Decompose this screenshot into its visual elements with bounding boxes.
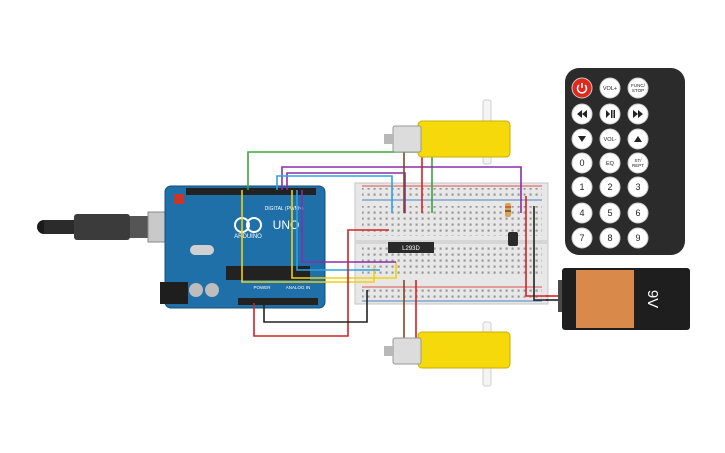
remote-button[interactable]: VOL- (599, 128, 621, 150)
wire-yellow (241, 190, 375, 283)
remote-button-label: FUNC/ (631, 83, 645, 88)
digital-header (186, 188, 316, 195)
remote-button[interactable]: FUNC/STOP (627, 77, 649, 99)
arduino-model-text: UNO (273, 218, 300, 232)
remote-button[interactable]: 9 (627, 227, 649, 249)
wire-purple (281, 166, 522, 213)
remote-button[interactable]: 5 (599, 202, 621, 224)
remote-button[interactable]: ST/REPT (627, 152, 649, 174)
remote-button[interactable]: 6 (627, 202, 649, 224)
remote-button[interactable] (571, 103, 593, 125)
wires (241, 150, 560, 340)
digital-pwm-label: DIGITAL (PWM~) (265, 206, 304, 212)
remote-button-label: 8 (607, 233, 612, 243)
wire-black (533, 206, 548, 301)
atmega-chip (226, 266, 310, 280)
remote-button-label: 4 (579, 208, 584, 218)
usb-cable (37, 211, 173, 243)
remote-button-label: 7 (579, 233, 584, 243)
wire-yellow (291, 190, 397, 279)
battery-label: 9V (644, 290, 661, 308)
analog-in-label: ANALOG IN (286, 285, 311, 290)
motor-top (384, 99, 511, 165)
play-pause-icon (606, 110, 615, 118)
remote-button-label: 9 (635, 233, 640, 243)
remote-button[interactable] (627, 128, 649, 150)
remote-button[interactable]: 4 (571, 202, 593, 224)
power-analog-header (238, 298, 318, 305)
rewind-icon (577, 110, 587, 118)
resistor (505, 203, 511, 217)
motor-bottom (384, 321, 511, 387)
ir-remote: VOL+ FUNC/STOP VOL- 0 EQ ST/REPT 1 2 3 4 5 6 7 8 9 (565, 68, 685, 255)
remote-button-label: EQ (606, 161, 615, 167)
remote-button-label: 1 (579, 182, 584, 192)
wire-red (525, 196, 548, 297)
remote-button-label: 3 (635, 182, 640, 192)
wire-blue (296, 190, 380, 271)
remote-button-label: 0 (579, 158, 584, 168)
wire-green (247, 151, 433, 213)
wire-blue (276, 175, 393, 213)
remote-button[interactable]: EQ (599, 152, 621, 174)
fast-forward-icon (633, 110, 643, 118)
remote-button[interactable] (599, 103, 621, 125)
wire-black (263, 290, 368, 323)
up-arrow-icon (634, 136, 642, 142)
remote-button[interactable]: VOL+ (599, 77, 621, 99)
remote-button[interactable]: 7 (571, 227, 593, 249)
remote-button[interactable]: 1 (571, 176, 593, 198)
ir-receiver (508, 232, 518, 246)
remote-button[interactable]: 8 (599, 227, 621, 249)
power-label: POWER (253, 285, 271, 290)
remote-button[interactable]: 3 (627, 176, 649, 198)
reset-button[interactable] (174, 194, 184, 204)
breadboard (354, 182, 549, 305)
wire-purple (286, 172, 406, 213)
remote-button-label: 5 (607, 208, 612, 218)
remote-button-label: STOP (632, 88, 644, 93)
power-icon (576, 83, 588, 94)
wire-red (253, 229, 389, 337)
remote-button-label: ST/ (634, 158, 642, 163)
down-arrow-icon (578, 136, 586, 142)
remote-button-label: 6 (635, 208, 640, 218)
battery-9v: 9V (558, 268, 690, 330)
remote-button-label: REPT (632, 163, 644, 168)
chip-label: L293D (402, 246, 420, 252)
remote-button[interactable] (627, 103, 649, 125)
remote-button[interactable]: 0 (571, 152, 593, 174)
wire-purple (301, 190, 396, 263)
motor-driver-chip: L293D (388, 242, 434, 253)
arduino-logo-text: ARDUINO (234, 234, 262, 240)
remote-button-label: VOL- (604, 137, 617, 143)
remote-button[interactable] (571, 128, 593, 150)
remote-button-label: 2 (607, 182, 612, 192)
remote-button[interactable] (571, 77, 593, 99)
remote-button-label: VOL+ (603, 86, 617, 92)
remote-button[interactable]: 2 (599, 176, 621, 198)
